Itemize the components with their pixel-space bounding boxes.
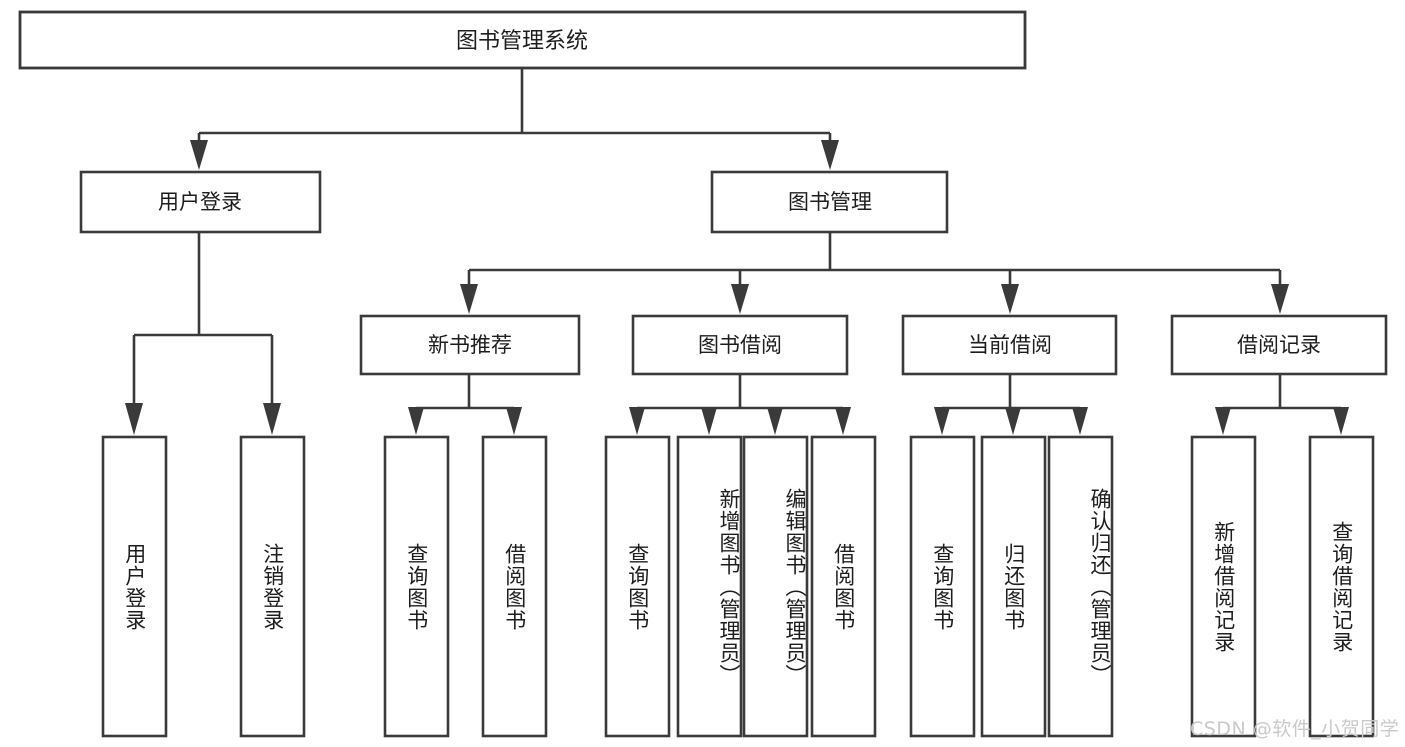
leaf-node-edit-book-admin[interactable]	[742, 435, 809, 738]
node-current-borrow[interactable]: 当前借阅	[901, 314, 1118, 376]
node-user-login[interactable]: 用户登录	[79, 170, 322, 234]
node-book-borrow[interactable]: 图书借阅	[631, 314, 849, 376]
leaf-node-add-borrow-record[interactable]	[1190, 435, 1257, 738]
connector-group-root	[190, 68, 839, 170]
arrowhead-bb-leaf-1	[629, 407, 645, 435]
csdn-watermark: CSDN @软件_小贺同学	[1190, 718, 1400, 740]
leaf-node-borrow-book-nbr[interactable]	[481, 435, 548, 738]
connector-group-user-login	[125, 232, 281, 435]
arrowhead-cb-leaf-1	[934, 407, 950, 435]
arrowhead-current-borrow	[1001, 284, 1019, 314]
leaf-node-confirm-return-admin[interactable]	[1047, 435, 1114, 738]
node-new-book-recommend-label: 新书推荐	[428, 333, 512, 357]
leaf-node-add-book-admin[interactable]	[676, 435, 743, 738]
arrowhead-cb-leaf-2	[1005, 407, 1021, 435]
arrowhead-cb-leaf-3	[1072, 407, 1088, 435]
arrowhead-nbr-leaf-1	[408, 407, 424, 435]
leaf-node-return-book[interactable]	[980, 435, 1047, 738]
arrowhead-leaf-user-login	[125, 403, 143, 435]
arrowhead-br-leaf-2	[1333, 407, 1349, 435]
leaf-node-query-book-bb[interactable]	[604, 435, 671, 738]
node-user-login-label: 用户登录	[158, 190, 242, 214]
arrowhead-new-book-rec	[460, 284, 478, 314]
connector-group-book-borrow	[629, 374, 851, 435]
node-root-system[interactable]: 图书管理系统	[18, 10, 1027, 70]
node-borrow-record-label: 借阅记录	[1237, 333, 1321, 357]
node-borrow-record[interactable]: 借阅记录	[1170, 314, 1388, 376]
arrowhead-user-login	[190, 140, 208, 170]
arrowhead-book-mgmt	[821, 140, 839, 170]
arrowhead-book-borrow	[731, 284, 749, 314]
connector-group-new-book-rec	[408, 374, 522, 435]
node-current-borrow-label: 当前借阅	[968, 333, 1052, 357]
node-book-management[interactable]: 图书管理	[710, 170, 949, 234]
arrowhead-borrow-record	[1271, 284, 1289, 314]
leaf-node-query-book-cb[interactable]	[909, 435, 976, 738]
arrowhead-br-leaf-1	[1215, 407, 1231, 435]
leaf-node-query-borrow-record[interactable]	[1308, 435, 1375, 738]
node-new-book-recommend[interactable]: 新书推荐	[359, 314, 581, 376]
connector-group-borrow-record	[1215, 374, 1349, 435]
leaf-node-logout[interactable]	[239, 435, 306, 738]
arrowhead-bb-leaf-2	[701, 407, 717, 435]
leaf-node-user-login[interactable]	[101, 435, 168, 738]
arrowhead-nbr-leaf-2	[506, 407, 522, 435]
leaf-node-query-book-nbr[interactable]	[383, 435, 450, 738]
node-book-management-label: 图书管理	[788, 190, 872, 214]
arrowhead-bb-leaf-4	[835, 407, 851, 435]
node-root-system-label: 图书管理系统	[456, 29, 588, 54]
arrowhead-bb-leaf-3	[767, 407, 783, 435]
connector-group-current-borrow	[934, 374, 1088, 435]
arrowhead-leaf-logout	[263, 403, 281, 435]
node-book-borrow-label: 图书借阅	[698, 333, 782, 357]
leaf-node-borrow-book-bb[interactable]	[810, 435, 877, 738]
connector-group-book-mgmt	[460, 232, 1289, 314]
